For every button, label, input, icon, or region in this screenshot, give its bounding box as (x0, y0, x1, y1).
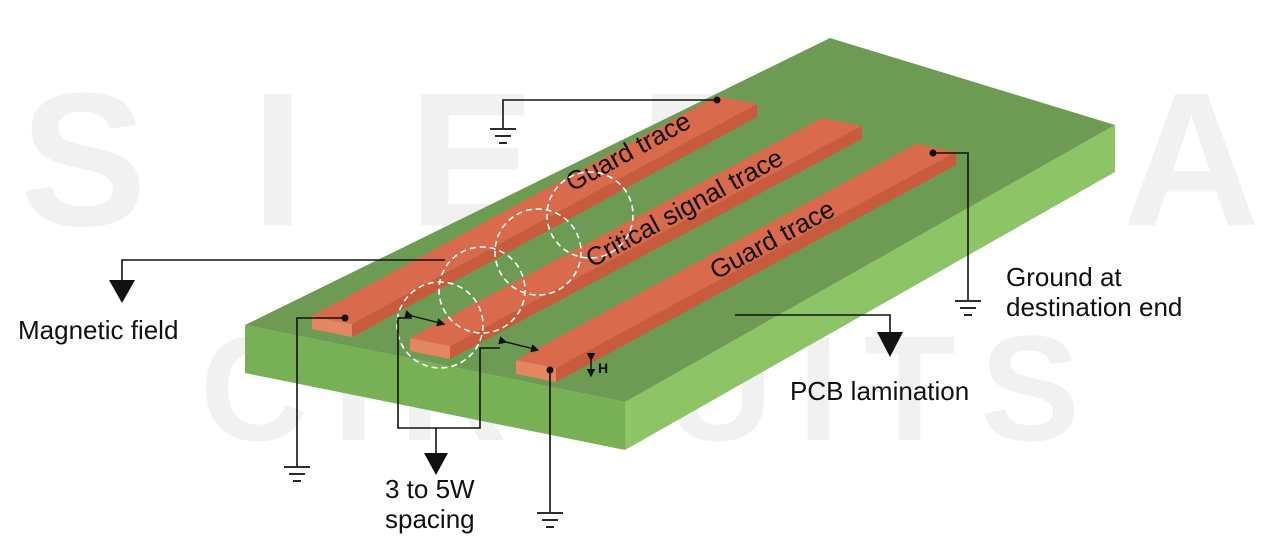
critical-signal-trace (410, 118, 862, 359)
ground-icon (284, 466, 310, 482)
height-label: H (598, 360, 608, 376)
ground-icon (537, 512, 563, 528)
spacing-arrow (424, 453, 448, 475)
spacing-label-line2: spacing (385, 504, 475, 534)
spacing-double-arrow-1 (404, 310, 446, 327)
ground-icon (490, 128, 516, 144)
board-left-side (245, 325, 625, 450)
leader-lines (121, 99, 969, 512)
magnetic-field-loops (396, 171, 634, 369)
pcb-lamination-label: PCB lamination (790, 376, 969, 406)
ground-icon (955, 300, 981, 316)
spacing-label-line1: 3 to 5W (385, 474, 475, 504)
ground-destination-label-line1: Ground at (1006, 262, 1122, 292)
magnetic-field-arrow (109, 280, 135, 303)
spacing-double-arrow-2 (498, 336, 540, 353)
board-right-side (625, 125, 1115, 450)
guard-trace-top (312, 96, 757, 337)
connection-dots (341, 96, 937, 374)
guard-trace-bottom (516, 144, 956, 382)
pcb-lamination-arrow (877, 332, 903, 357)
magnetic-field-label: Magnetic field (18, 315, 178, 345)
ground-destination-label-line2: destination end (1006, 292, 1182, 322)
